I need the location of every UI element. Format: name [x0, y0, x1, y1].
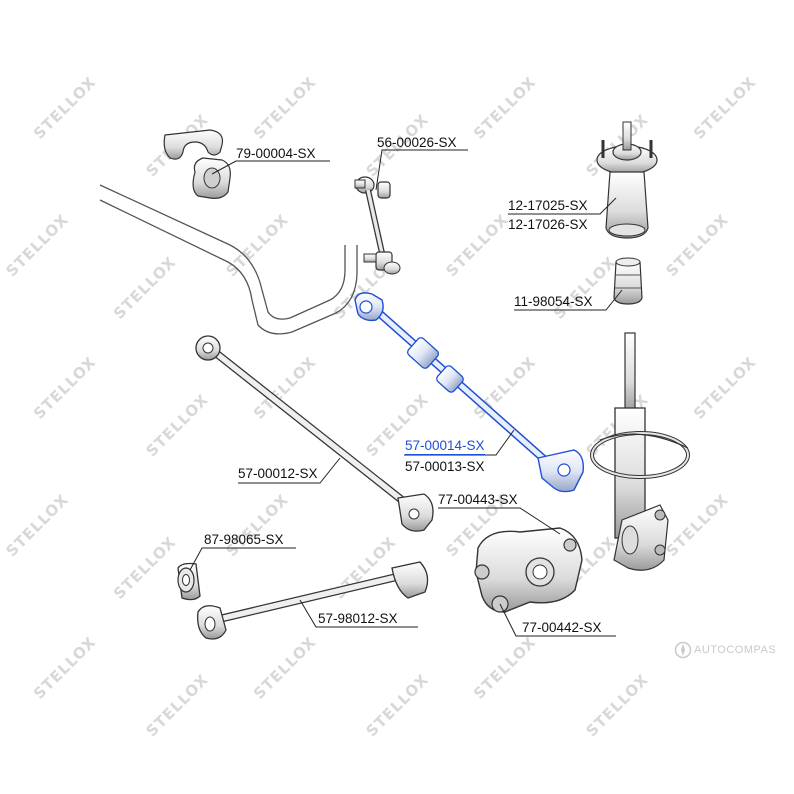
brand-text: AUTOCOMPAS — [694, 644, 777, 656]
label-77-00442: 77-00442-SX — [522, 620, 602, 635]
label-57-00013: 57-00013-SX — [405, 459, 485, 474]
adjustable-control-arm-drawing — [354, 292, 584, 493]
stabilizer-link-drawing — [354, 176, 401, 275]
label-87-98065: 87-98065-SX — [204, 532, 284, 547]
label-57-98012: 57-98012-SX — [318, 611, 398, 626]
trailing-arm-drawing — [195, 335, 434, 532]
label-56-00026: 56-00026-SX — [377, 135, 457, 150]
label-12-17025: 12-17025-SX — [508, 198, 588, 213]
leader-lines — [189, 149, 623, 637]
bump-stop-drawing — [613, 257, 643, 305]
arm-bushing-drawing — [177, 562, 201, 601]
strut-mount-drawing — [596, 121, 658, 239]
label-57-00012: 57-00012-SX — [238, 466, 318, 481]
compass-icon — [674, 641, 692, 659]
knuckle-drawing — [474, 527, 583, 613]
stabilizer-bushing-drawing — [163, 129, 231, 199]
label-11-98054: 11-98054-SX — [514, 294, 593, 309]
shock-absorber-drawing — [590, 332, 690, 571]
stabilizer-bar — [99, 184, 346, 320]
label-12-17026: 12-17026-SX — [508, 217, 588, 232]
lower-control-arm-drawing — [197, 561, 429, 640]
label-79-00004: 79-00004-SX — [236, 146, 316, 161]
label-57-00014: 57-00014-SX — [405, 438, 485, 455]
label-77-00443: 77-00443-SX — [438, 492, 518, 507]
